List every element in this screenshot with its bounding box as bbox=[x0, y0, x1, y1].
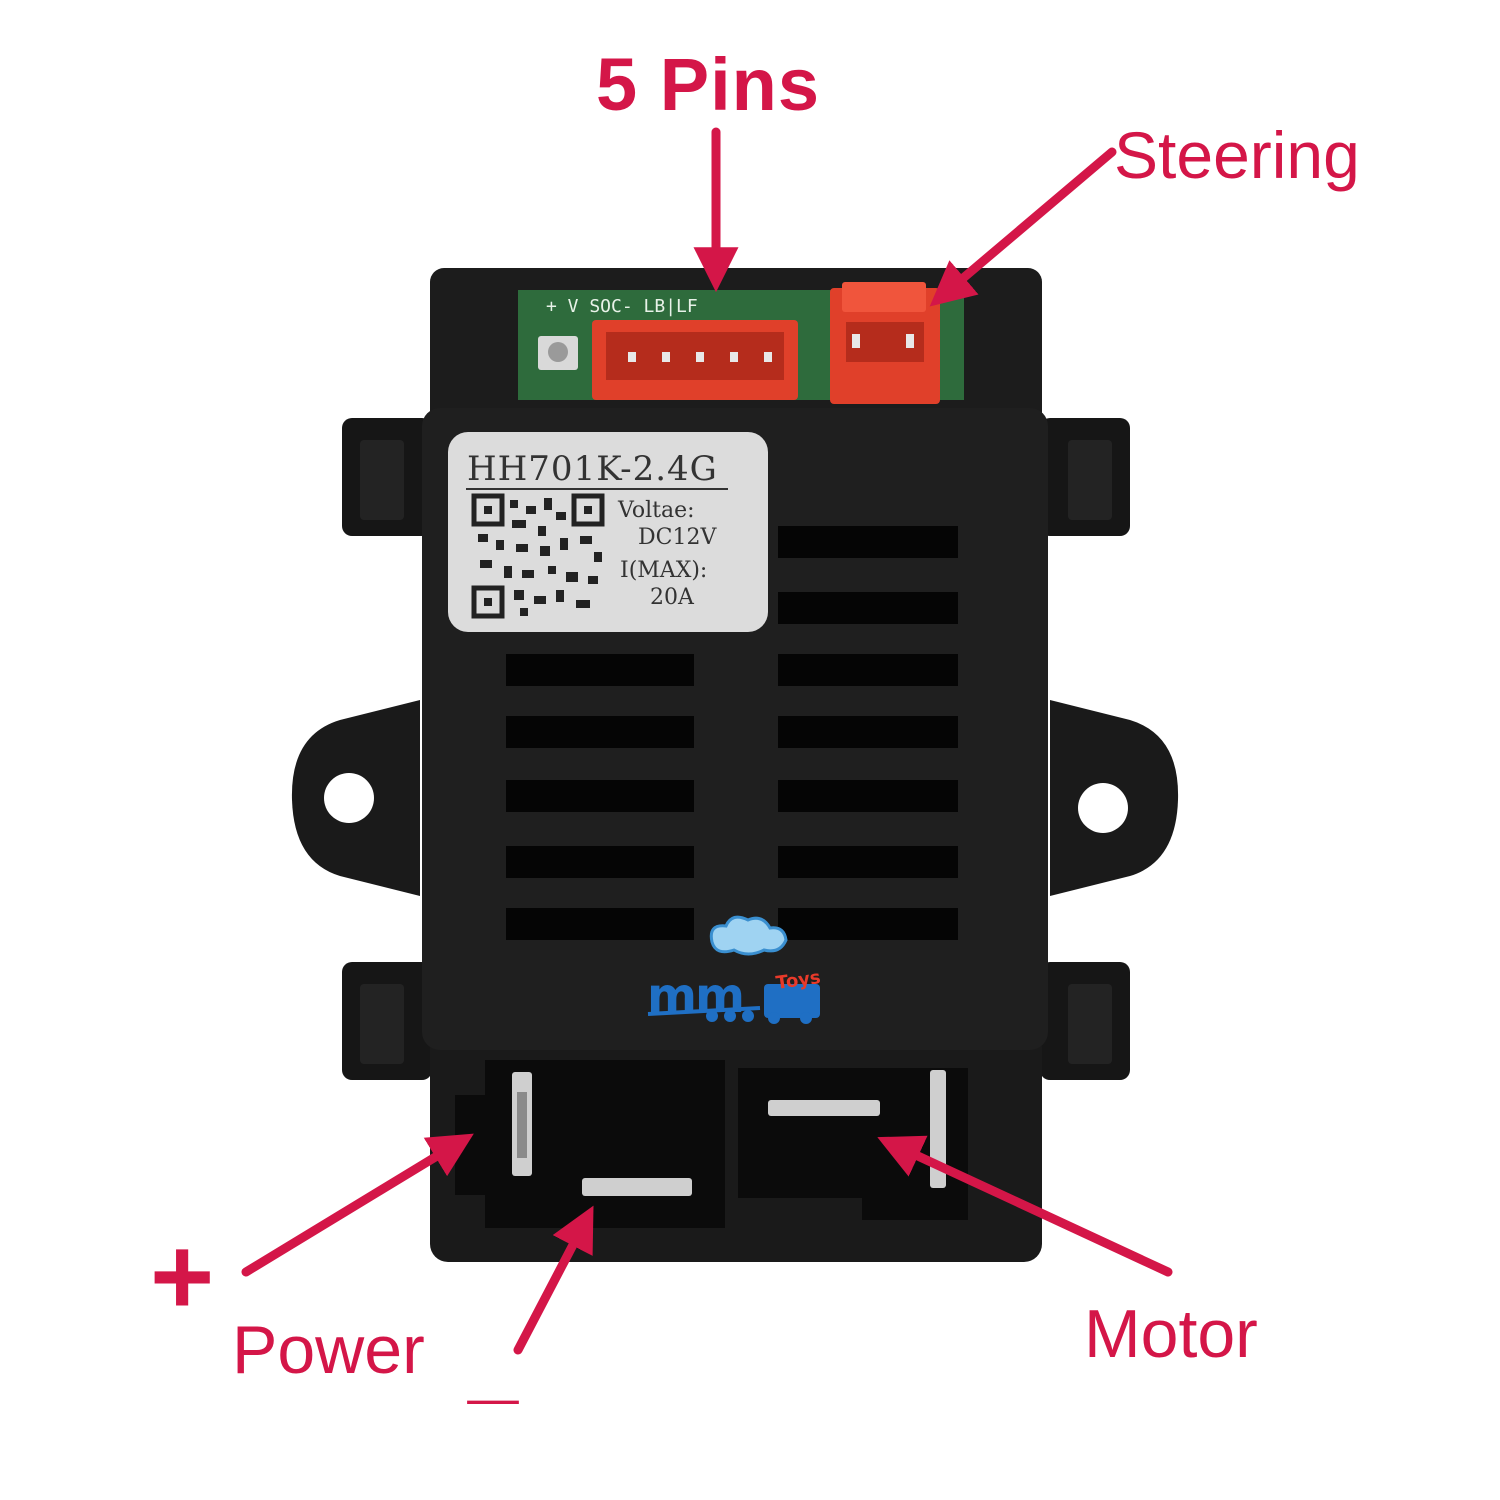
model-number: HH701K-2.4G bbox=[467, 449, 718, 489]
current-value: 20A bbox=[650, 585, 694, 610]
mount-hole bbox=[1078, 783, 1128, 833]
label-motor: Motor bbox=[1084, 1296, 1258, 1372]
callout-arrows bbox=[241, 127, 1173, 1355]
current-label: I(MAX): bbox=[620, 558, 708, 583]
spade-terminal-minus bbox=[582, 1178, 692, 1196]
label-5-pins: 5 Pins bbox=[596, 43, 820, 126]
arrow-motor bbox=[877, 1135, 1173, 1277]
steering-connector bbox=[830, 282, 940, 404]
pcb-silkscreen-label: + V SOC- LB|LF bbox=[546, 296, 698, 317]
arrow-steering bbox=[929, 147, 1117, 307]
vent-slots bbox=[506, 526, 958, 940]
qr-code bbox=[471, 493, 606, 620]
label-steering: Steering bbox=[1114, 118, 1360, 192]
arrow-minus bbox=[513, 1205, 594, 1355]
mount-hole bbox=[324, 773, 374, 823]
spade-terminal-motor-b bbox=[930, 1070, 946, 1188]
label-minus: _ bbox=[468, 1313, 519, 1413]
label-power: Power bbox=[232, 1312, 425, 1388]
power-terminal-socket bbox=[455, 1060, 725, 1228]
mm-toys-logo bbox=[647, 915, 820, 1024]
arrow-plus bbox=[241, 1133, 474, 1277]
five-pin-connector bbox=[592, 320, 798, 400]
voltage-label: Voltae: bbox=[618, 498, 695, 523]
voltage-value: DC12V bbox=[638, 525, 717, 550]
label-plus: + bbox=[150, 1215, 215, 1338]
logo-wordmark: mm bbox=[647, 968, 745, 1024]
spade-terminal-motor-a bbox=[768, 1100, 880, 1116]
